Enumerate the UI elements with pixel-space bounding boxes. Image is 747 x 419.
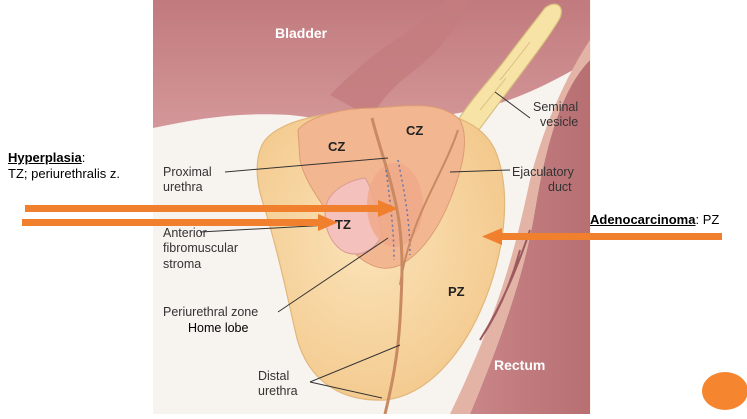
label-seminal-2: vesicle: [540, 115, 578, 129]
label-afs-3: stroma: [163, 257, 201, 271]
label-ejaculatory-1: Ejaculatory: [512, 165, 575, 179]
next-slide-button[interactable]: [702, 372, 747, 410]
label-proximal-2: urethra: [163, 180, 203, 194]
label-proximal-1: Proximal: [163, 165, 212, 179]
hyperplasia-colon: :: [81, 150, 86, 165]
label-afs-1: Anterior: [163, 226, 207, 240]
hyperplasia-annotation: Hyperplasia:: [8, 150, 85, 165]
hyperplasia-text: TZ; periurethralis z.: [8, 166, 120, 181]
label-lines: [199, 91, 531, 399]
label-tz: TZ: [335, 217, 351, 232]
label-cz-left: CZ: [328, 139, 345, 154]
ejaculatory-duct: [399, 129, 459, 286]
label-cz-right: CZ: [406, 123, 423, 138]
label-ejaculatory-2: duct: [548, 180, 572, 194]
adenocarcinoma-annotation: Adenocarcinoma: PZ: [590, 212, 719, 227]
arrow-middle: [22, 214, 338, 231]
arrow-top: [25, 200, 398, 217]
label-periurethral: Periurethral zone: [163, 305, 258, 319]
label-distal-1: Distal: [258, 369, 289, 383]
label-rectum: Rectum: [494, 357, 545, 373]
label-seminal-1: Seminal: [533, 100, 578, 114]
label-afs-2: fibromuscular: [163, 241, 238, 255]
adenocarcinoma-title: Adenocarcinoma: [590, 212, 696, 227]
hyperplasia-title: Hyperplasia: [8, 150, 82, 165]
bladder-neck: [330, 0, 470, 118]
arrow-right: [482, 228, 722, 245]
label-distal-2: urethra: [258, 384, 298, 398]
urethra: [370, 117, 404, 415]
label-bladder: Bladder: [275, 25, 328, 41]
rectum-fold: [479, 229, 531, 341]
label-home-lobe: Home lobe: [188, 321, 248, 335]
rectum-wall: [450, 40, 590, 414]
label-pz: PZ: [448, 284, 465, 299]
adenocarcinoma-text: : PZ: [695, 212, 720, 227]
